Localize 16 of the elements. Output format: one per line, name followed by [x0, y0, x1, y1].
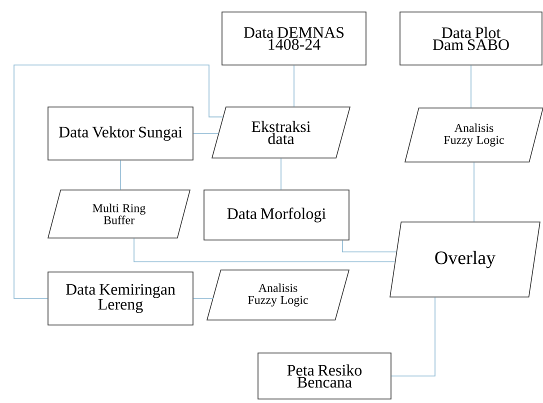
connector-line [120, 160, 121, 190]
process-box: Data Vektor Sungai [48, 106, 194, 160]
connector-line [342, 240, 397, 252]
connector-line [14, 64, 224, 299]
connector-line [391, 297, 436, 376]
process-box: Data Plot Dam SABO [400, 12, 542, 66]
connector-line [280, 158, 282, 190]
process-box: Data DEMNAS 1408-24 [222, 12, 366, 66]
parallelogram-box: Overlay [390, 222, 540, 298]
connector-line [193, 298, 214, 299]
process-box: Data Morfologi [204, 190, 350, 240]
connector-line [470, 65, 472, 108]
process-box: Peta Resiko Bencana [258, 352, 392, 400]
connector-line [193, 133, 219, 134]
connector-line [134, 238, 396, 262]
process-box: Data Kemiringan Lereng [48, 272, 194, 326]
